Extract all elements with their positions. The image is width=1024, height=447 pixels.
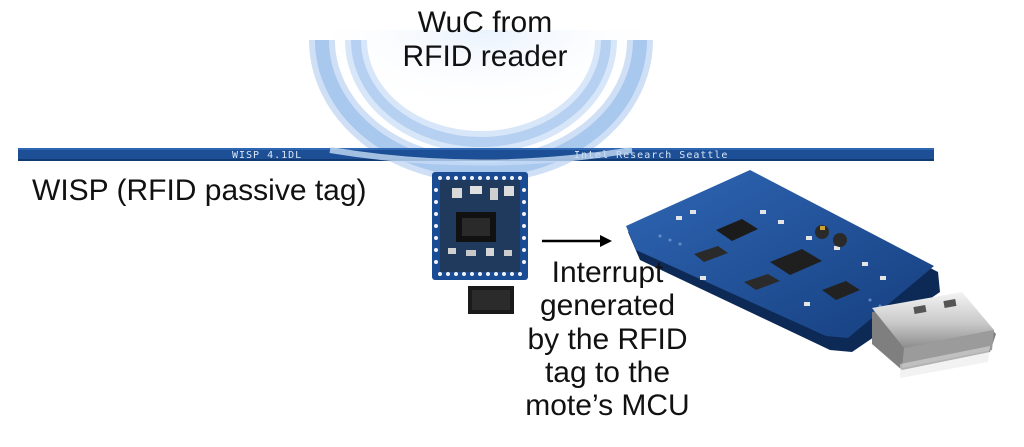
mote-usb-board (626, 170, 940, 352)
wisp-antenna-strip: WISP 4.1DL Intel Research Seattle (18, 148, 934, 161)
wisp-tag-board (432, 172, 528, 314)
wuc-label: WuC from RFID reader (370, 6, 600, 73)
silkscreen-maker: Intel Research Seattle (574, 150, 728, 161)
wuc-line-1: WuC from (417, 6, 553, 39)
interrupt-line-2: generated (539, 289, 676, 323)
interrupt-line-3: by the RFID (527, 322, 688, 356)
mcu-chip (716, 219, 758, 241)
interrupt-line-5: mote’s MCU (525, 389, 690, 423)
silkscreen-model: WISP 4.1DL (232, 150, 302, 161)
wisp-label: WISP (RFID passive tag) (32, 174, 367, 207)
interrupt-line-4: tag to the (544, 355, 671, 389)
wuc-line-2: RFID reader (402, 39, 568, 73)
right-arrow-icon (542, 235, 612, 247)
rf-wave-icon (309, 30, 653, 183)
wave-overlap (329, 147, 633, 166)
interrupt-label: Interrupt generated by the RFID tag to t… (505, 256, 710, 422)
usb-connector (872, 292, 996, 378)
radio-chip (770, 249, 822, 275)
interrupt-line-1: Interrupt (551, 256, 664, 289)
